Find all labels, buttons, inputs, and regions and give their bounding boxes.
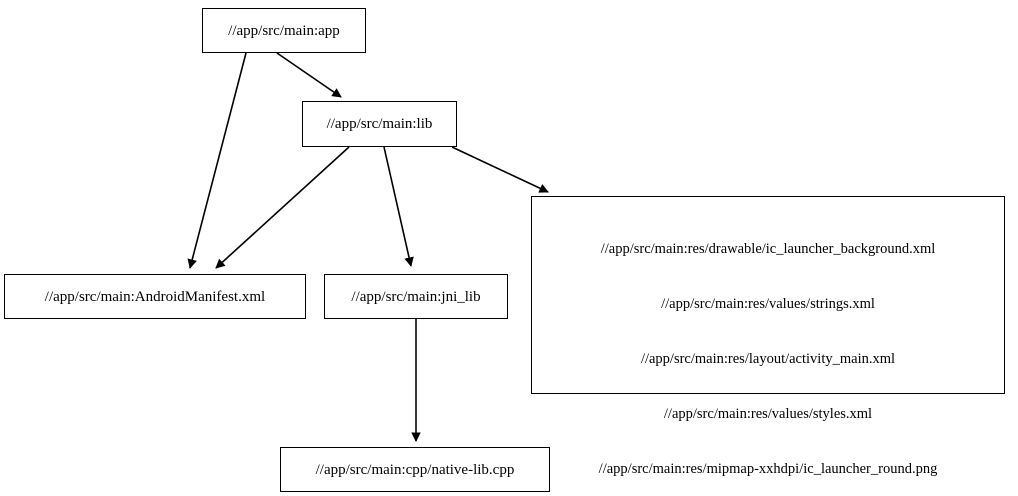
resources-line: //app/src/main:res/drawable/ic_launcher_… (600, 241, 936, 257)
node-android-manifest[interactable]: //app/src/main:AndroidManifest.xml (4, 274, 306, 319)
edge-lib-to-manifest (215, 146, 350, 269)
node-jni-lib-label: //app/src/main:jni_lib (351, 288, 481, 305)
edge-app-to-manifest (187, 52, 247, 269)
node-android-manifest-label: //app/src/main:AndroidManifest.xml (44, 288, 266, 305)
resources-line: //app/src/main:res/layout/activity_main.… (640, 351, 896, 367)
node-lib[interactable]: //app/src/main:lib (302, 101, 457, 147)
edge-lib-to-jni-lib (383, 146, 414, 267)
resources-line: //app/src/main:res/values/styles.xml (663, 406, 873, 422)
resources-line: //app/src/main:res/mipmap-xxhdpi/ic_laun… (598, 461, 938, 477)
edge-lib-to-resources (451, 146, 549, 193)
node-app-label: //app/src/main:app (228, 22, 340, 39)
resources-line: //app/src/main:res/values/strings.xml (661, 296, 875, 312)
node-native-lib-cpp-label: //app/src/main:cpp/native-lib.cpp (315, 461, 515, 478)
node-resources-group[interactable]: //app/src/main:res/drawable/ic_launcher_… (531, 196, 1005, 477)
node-native-lib-cpp[interactable]: //app/src/main:cpp/native-lib.cpp (280, 447, 550, 492)
edge-app-to-lib (276, 52, 342, 98)
node-jni-lib[interactable]: //app/src/main:jni_lib (324, 274, 508, 319)
node-app[interactable]: //app/src/main:app (202, 8, 366, 53)
node-lib-label: //app/src/main:lib (326, 116, 433, 132)
